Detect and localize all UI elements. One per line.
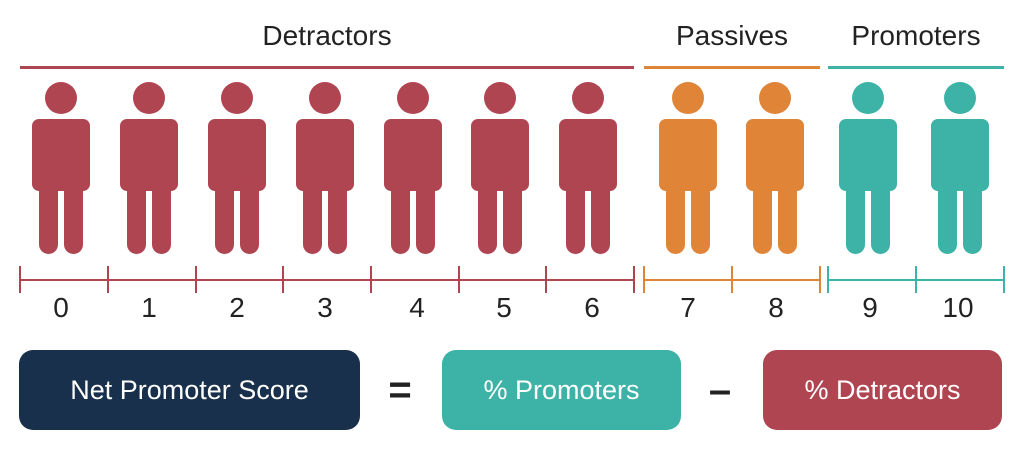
person-icon <box>839 82 897 254</box>
equals-sign: = <box>388 368 412 412</box>
score-label: 10 <box>942 292 974 323</box>
scale-tick <box>370 266 372 293</box>
scale-tick <box>458 266 460 293</box>
person-icon <box>931 82 989 254</box>
promoters-heading: Promoters <box>851 20 981 51</box>
scale-tick <box>195 266 197 293</box>
score-label: 9 <box>862 292 878 323</box>
score-label: 3 <box>317 292 333 323</box>
person-icon <box>296 82 354 254</box>
person-icon <box>208 82 266 254</box>
person-icon <box>659 82 717 254</box>
promoters-rule <box>828 66 1004 69</box>
passives-rule <box>644 66 820 69</box>
score-label: 5 <box>496 292 512 323</box>
person-icon <box>384 82 442 254</box>
scale-tick <box>915 266 917 293</box>
scale-tick <box>827 266 829 293</box>
scale-tick <box>545 266 547 293</box>
scale-tick <box>731 266 733 293</box>
detractors-percent-box: % Detractors <box>763 350 1002 430</box>
score-label: 6 <box>584 292 600 323</box>
person-icon <box>746 82 804 254</box>
scale-tick <box>643 266 645 293</box>
detractors-rule <box>20 66 634 69</box>
minus-sign: – <box>708 368 732 412</box>
scale-tick <box>107 266 109 293</box>
person-icon <box>32 82 90 254</box>
scale-tick <box>633 266 635 293</box>
score-label: 8 <box>768 292 784 323</box>
scale-tick <box>19 266 21 293</box>
person-icon <box>120 82 178 254</box>
detractors-scale-line <box>20 279 634 281</box>
score-label: 7 <box>680 292 696 323</box>
person-icon <box>559 82 617 254</box>
person-icon <box>471 82 529 254</box>
promoters-percent-box: % Promoters <box>442 350 681 430</box>
scale-tick <box>282 266 284 293</box>
scale-tick <box>1003 266 1005 293</box>
net-promoter-score-box: Net Promoter Score <box>19 350 360 430</box>
scale-tick <box>819 266 821 293</box>
score-label: 2 <box>229 292 245 323</box>
score-label: 4 <box>409 292 425 323</box>
detractors-heading: Detractors <box>262 20 392 51</box>
passives-heading: Passives <box>675 20 789 51</box>
score-label: 0 <box>53 292 69 323</box>
score-label: 1 <box>141 292 157 323</box>
